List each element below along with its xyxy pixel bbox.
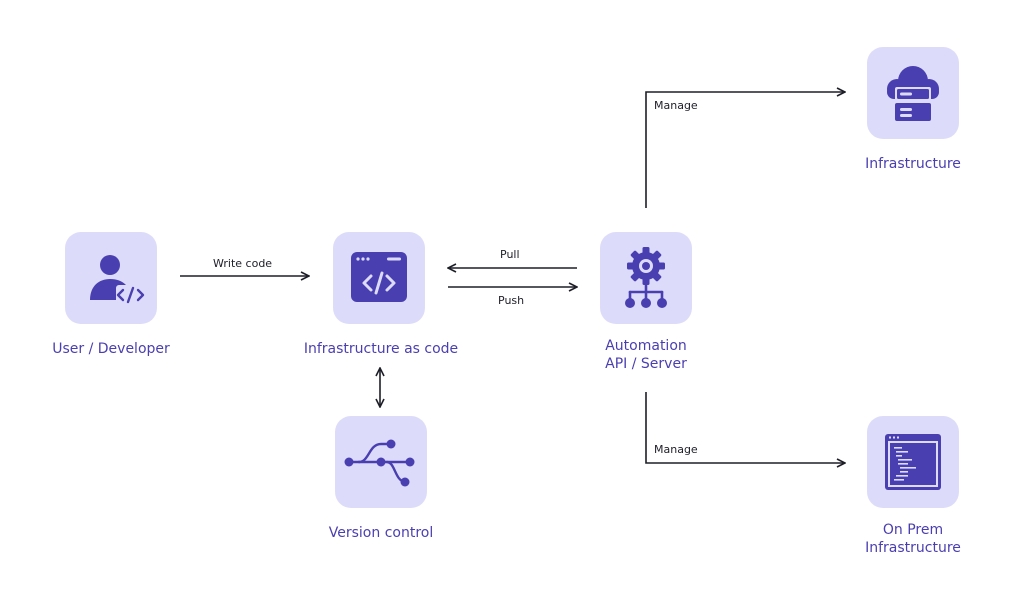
version-control-tile <box>335 416 427 508</box>
onprem-label: On Prem Infrastructure <box>865 521 961 557</box>
manage-top-label: Manage <box>654 99 698 112</box>
infrastructure-tile <box>867 47 959 139</box>
code-window-icon <box>351 252 407 302</box>
user-developer-label: User / Developer <box>52 341 170 357</box>
write-code-label: Write code <box>213 257 273 270</box>
pull-label: Pull <box>500 248 520 261</box>
manage-infrastructure-arrow <box>645 92 845 208</box>
cloud-server-icon <box>887 66 939 121</box>
infrastructure-label: Infrastructure <box>865 156 961 172</box>
onprem-label-line2: Infrastructure <box>865 540 961 556</box>
automation-tile <box>600 232 692 324</box>
gear-network-icon <box>625 247 667 308</box>
manage-onprem-arrow <box>645 392 845 463</box>
push-label: Push <box>498 294 525 307</box>
terminal-window-icon <box>885 434 941 490</box>
automation-label-line1: Automation <box>605 338 687 354</box>
iac-tile <box>333 232 425 324</box>
manage-bottom-label: Manage <box>654 443 698 456</box>
onprem-tile <box>867 416 959 508</box>
onprem-label-line1: On Prem <box>882 522 944 538</box>
git-branch-icon <box>344 439 415 487</box>
version-control-label: Version control <box>328 525 434 541</box>
user-developer-tile <box>65 232 157 324</box>
automation-label-line2: API / Server <box>605 356 687 372</box>
user-code-icon <box>90 255 146 305</box>
iac-label: Infrastructure as code <box>303 341 459 357</box>
automation-label: Automation API / Server <box>605 337 687 373</box>
